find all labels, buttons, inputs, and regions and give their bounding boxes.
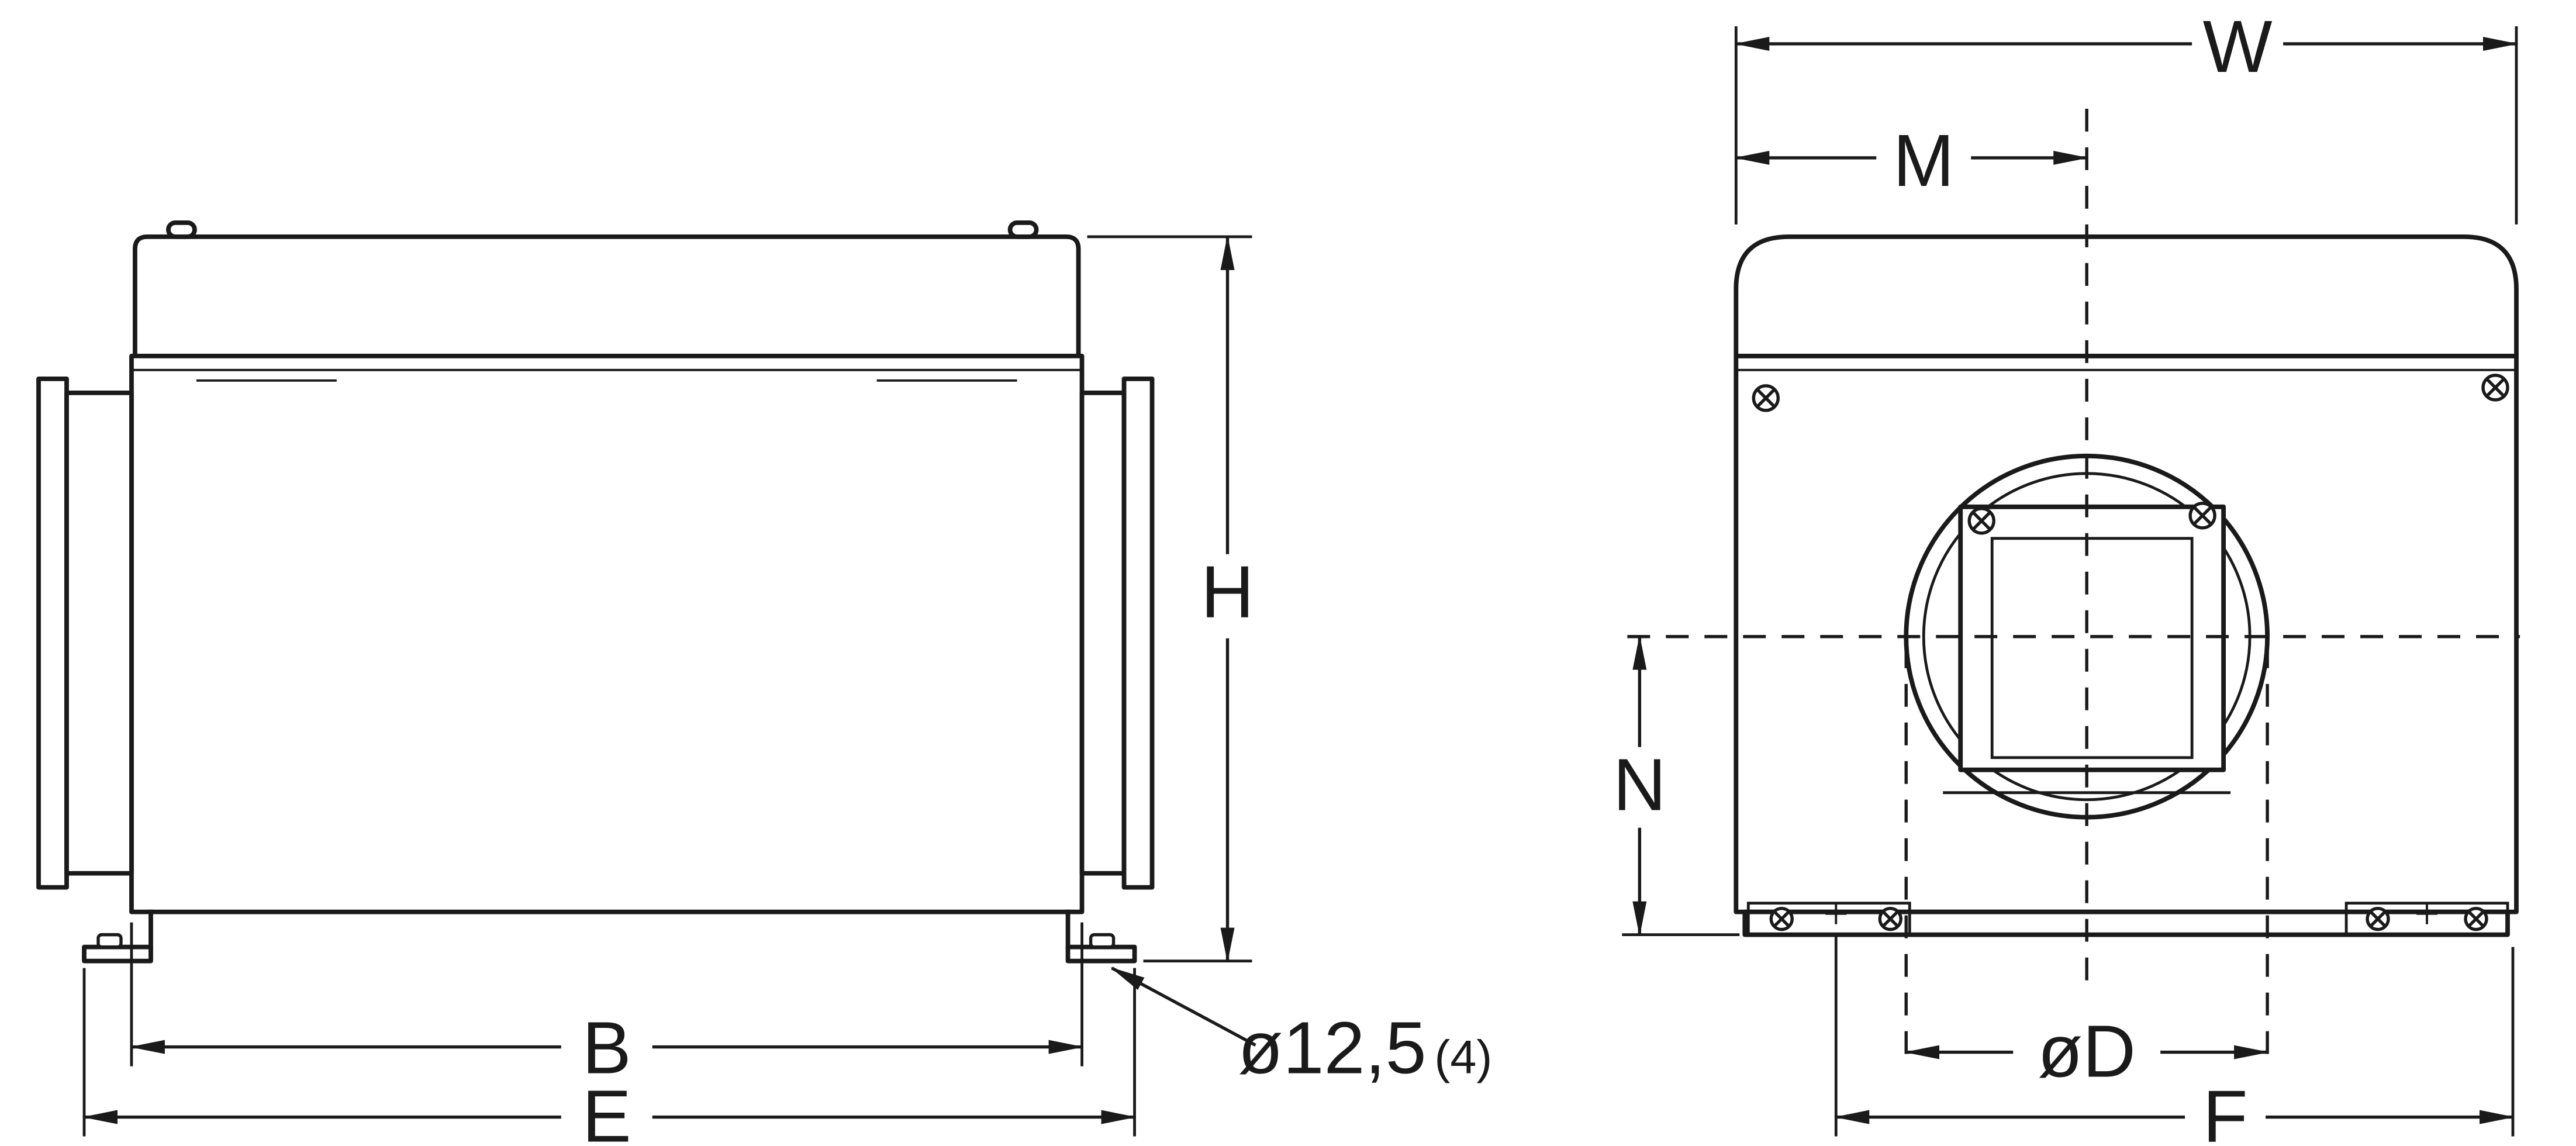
dim-label-B: B — [582, 1007, 631, 1089]
front-feet-strip — [1742, 909, 2510, 937]
left-duct-collar-pipe — [64, 390, 134, 876]
front-lid — [1734, 234, 2519, 358]
front-left-hole-cross-icon — [1825, 903, 1847, 924]
dimension-E: E — [82, 968, 1137, 1145]
lid-screw-left-icon — [166, 220, 197, 239]
junction-box-screw-right-icon — [2188, 502, 2216, 530]
side-left-foot — [82, 944, 153, 964]
right-duct-collar-flange — [1121, 376, 1155, 890]
dim-label-M: M — [1893, 119, 1955, 202]
left-duct-collar-flange — [36, 376, 69, 890]
corner-screw-left-icon — [1752, 384, 1780, 412]
dim-label-H: H — [1201, 551, 1254, 633]
dim-N-label-bg — [1599, 747, 1680, 828]
hole-diameter-label: ø12,5 — [1238, 1007, 1427, 1089]
hole-callout: ø12,5 (4) — [1110, 966, 1492, 1089]
right-foot-screw-icon — [1089, 933, 1116, 949]
front-right-foot-screw-2-icon — [2464, 906, 2488, 931]
dimension-M: M — [1734, 117, 2089, 202]
dim-F-label-bg — [2185, 1078, 2266, 1145]
dim-B-label-bg — [561, 1006, 652, 1088]
dim-E-label-bg — [561, 1078, 652, 1145]
hole-count-label: (4) — [1434, 1031, 1492, 1084]
corner-screw-right-icon — [2481, 374, 2509, 402]
front-left-foot-screw-1-icon — [1769, 906, 1794, 931]
front-right-foot-screw-1-icon — [2366, 906, 2390, 931]
front-right-hole-cross-icon — [2416, 903, 2438, 924]
dim-label-F: F — [2203, 1075, 2248, 1145]
front-view — [1734, 234, 2519, 937]
dimension-B: B — [129, 922, 1084, 1089]
dim-label-W: W — [2203, 5, 2273, 88]
side-lid — [133, 234, 1081, 358]
dimension-H: H — [1087, 234, 1270, 963]
side-view — [36, 220, 1155, 964]
side-right-foot — [1065, 944, 1137, 964]
dim-W-label-bg — [2192, 3, 2284, 84]
dimension-W: W — [1734, 3, 2519, 225]
front-left-foot-screw-2-icon — [1878, 906, 1902, 931]
dimension-N: N — [1599, 634, 1740, 937]
hole-leader-arrow — [1110, 966, 1256, 1047]
dimension-D: øD — [1904, 1010, 2270, 1093]
dimension-F: F — [1834, 936, 2515, 1145]
left-foot-screw-icon — [96, 933, 123, 949]
dim-label-N: N — [1613, 744, 1666, 826]
centerlines — [1627, 108, 2520, 1059]
junction-box-inner — [1990, 537, 2194, 760]
junction-box-outer — [1958, 504, 2226, 772]
right-duct-collar-pipe — [1079, 390, 1127, 876]
dim-label-E: E — [582, 1075, 631, 1145]
side-body — [129, 353, 1085, 914]
dim-D-label-bg — [2013, 1013, 2161, 1091]
front-left-foot-bracket — [1746, 902, 1911, 937]
junction-box-screw-left-icon — [1967, 507, 1995, 535]
dim-H-label-bg — [1185, 554, 1270, 638]
dim-M-label-bg — [1876, 117, 1971, 198]
lid-screw-right-icon — [1007, 220, 1039, 239]
dim-label-D: øD — [2038, 1010, 2136, 1093]
